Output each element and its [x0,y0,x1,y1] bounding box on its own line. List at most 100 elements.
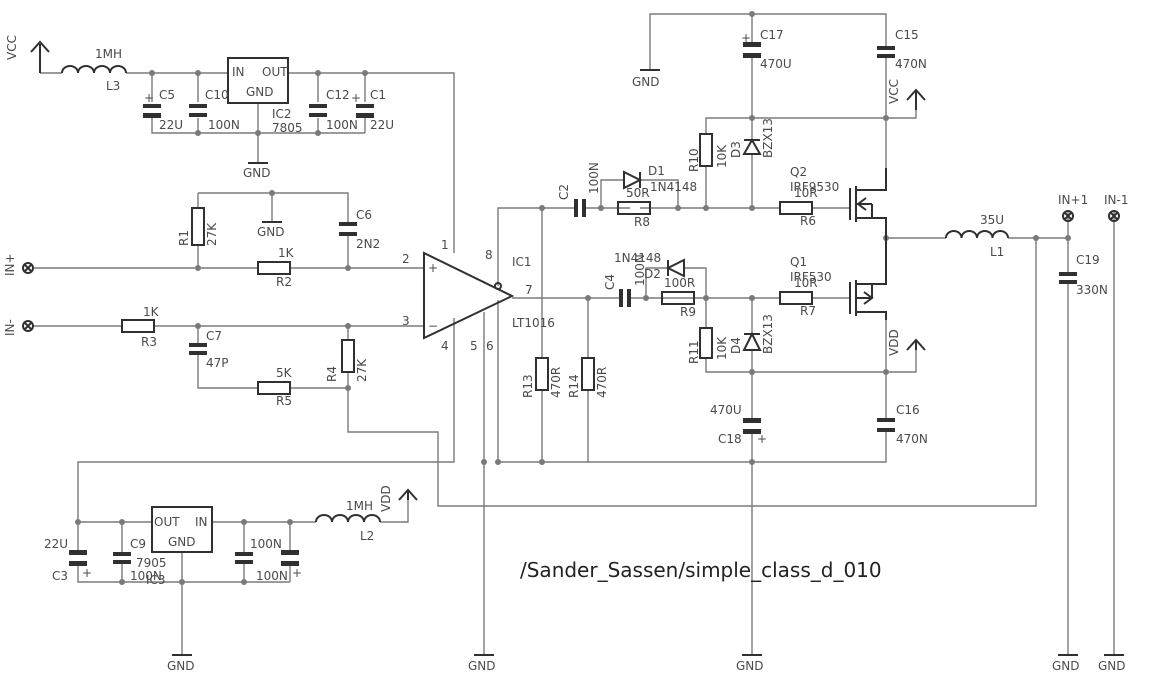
plus-mark: + [292,566,302,580]
label-c6-value: 2N2 [356,237,380,251]
label-gnd: GND [257,225,285,239]
zener-d4 [742,331,762,351]
label-vdd-2: VDD [379,485,393,512]
capacitor-c1: + [351,91,374,118]
label-gnd: GND [468,659,496,673]
ic3-regulator: OUT IN GND [151,506,213,553]
label-r6-value: 10R [794,186,818,200]
label-r4-value: 27K [355,358,369,382]
label-c16: C16 [896,403,920,417]
resistor-r6 [779,201,813,215]
label-c15-value: 470N [895,57,927,71]
label-c4-value: 100N [633,254,647,286]
label-r14-value: 470R [595,367,609,398]
capacitor-c17: + [741,31,761,58]
label-c5-value: 22U [159,118,183,132]
label-c9: C9 [130,537,146,551]
resistor-r3 [121,319,155,333]
label-r7: R7 [800,304,816,318]
label-c17: C17 [760,28,784,42]
capacitor-c2 [574,199,586,217]
ic3-pin-in: IN [195,515,208,529]
capacitors: + + + + [69,31,1077,580]
label-c15: C15 [895,28,919,42]
label-q1: Q1 [790,255,807,269]
label-r9-value: 100R [664,276,695,290]
power-symbols [30,40,1124,656]
mosfet-q2 [849,168,887,238]
label-r4: R4 [325,366,339,382]
plus-mark: + [757,432,767,446]
resistor-r13 [535,357,549,391]
label-c5: C5 [159,88,175,102]
label-r6: R6 [800,214,816,228]
plus-mark: + [144,91,154,105]
label-r5-value: 5K [276,366,293,380]
label-vcc-2: VCC [887,79,901,104]
ic1-minus-input: − [428,319,438,333]
label-ic1-value: LT1016 [512,316,555,330]
label-vdd: VDD [887,329,901,356]
label-r13: R13 [521,374,535,398]
label-ic1: IC1 [512,255,532,269]
label-r11: R11 [687,340,701,364]
inductor-l3 [61,65,127,74]
ic1-comparator: + − 1 2 3 4 5 6 7 8 [402,238,533,353]
resistor-r14 [581,357,595,391]
label-gnd: GND [167,659,195,673]
label-d4-value: BZX13 [761,314,775,354]
label-q1-value: IRF530 [790,270,832,284]
resistor-r8 [617,201,651,215]
terminal-in-p1 [1062,210,1074,222]
label-c3-value: 22U [44,537,68,551]
label-c2-value: 100N [587,162,601,194]
ic1-pin-8: 8 [485,248,493,262]
capacitor-c15 [877,46,895,58]
capacitor-c16 [877,418,895,432]
label-r5: R5 [276,394,292,408]
plus-mark: + [351,91,361,105]
ic2-pin-out: OUT [262,65,288,79]
capacitor-c11: + [281,550,302,580]
label-in-p1: IN+1 [1058,193,1088,207]
label-l2: L2 [360,529,374,543]
resistors [121,133,813,395]
resistor-r7 [779,291,813,305]
label-c7-value: 47P [206,356,229,370]
label-c19: C19 [1076,253,1100,267]
capacitor-c4 [619,289,631,307]
ic1-pin-2: 2 [402,252,410,266]
label-ic2-value: 7805 [272,121,303,135]
label-c8-value: 100N [250,537,282,551]
label-c9-value: 100N [130,569,162,583]
label-r9: R9 [680,305,696,319]
capacitor-c18: + [743,418,767,446]
zener-d3 [742,137,762,155]
label-r14: R14 [567,374,581,398]
label-gnd: GND [243,166,271,180]
junctions [75,11,1071,585]
capacitor-c5: + [143,91,161,118]
label-c2: C2 [557,184,571,200]
label-r3: R3 [141,335,157,349]
label-c12: C12 [326,88,350,102]
label-r8: R8 [634,215,650,229]
label-c10-value: 100N [208,118,240,132]
label-r11-value: 10K [715,336,729,360]
terminals [22,210,1120,332]
label-r3-value: 1K [143,305,160,319]
vdd-arrow-icon [906,338,926,351]
label-l1-value: 35U [980,213,1004,227]
label-ic2: IC2 [272,107,292,121]
inductor-l2 [315,514,381,523]
label-l3-value: 1MH [95,47,122,61]
label-d3: D3 [729,141,743,158]
diode-d2 [665,258,685,278]
ic2-regulator: IN OUT GND [227,57,289,104]
vcc-arrow-icon [30,40,50,73]
plus-mark: + [82,566,92,580]
label-vcc: VCC [5,35,19,60]
terminal-in-pos [22,262,34,274]
label-l3: L3 [106,79,120,93]
